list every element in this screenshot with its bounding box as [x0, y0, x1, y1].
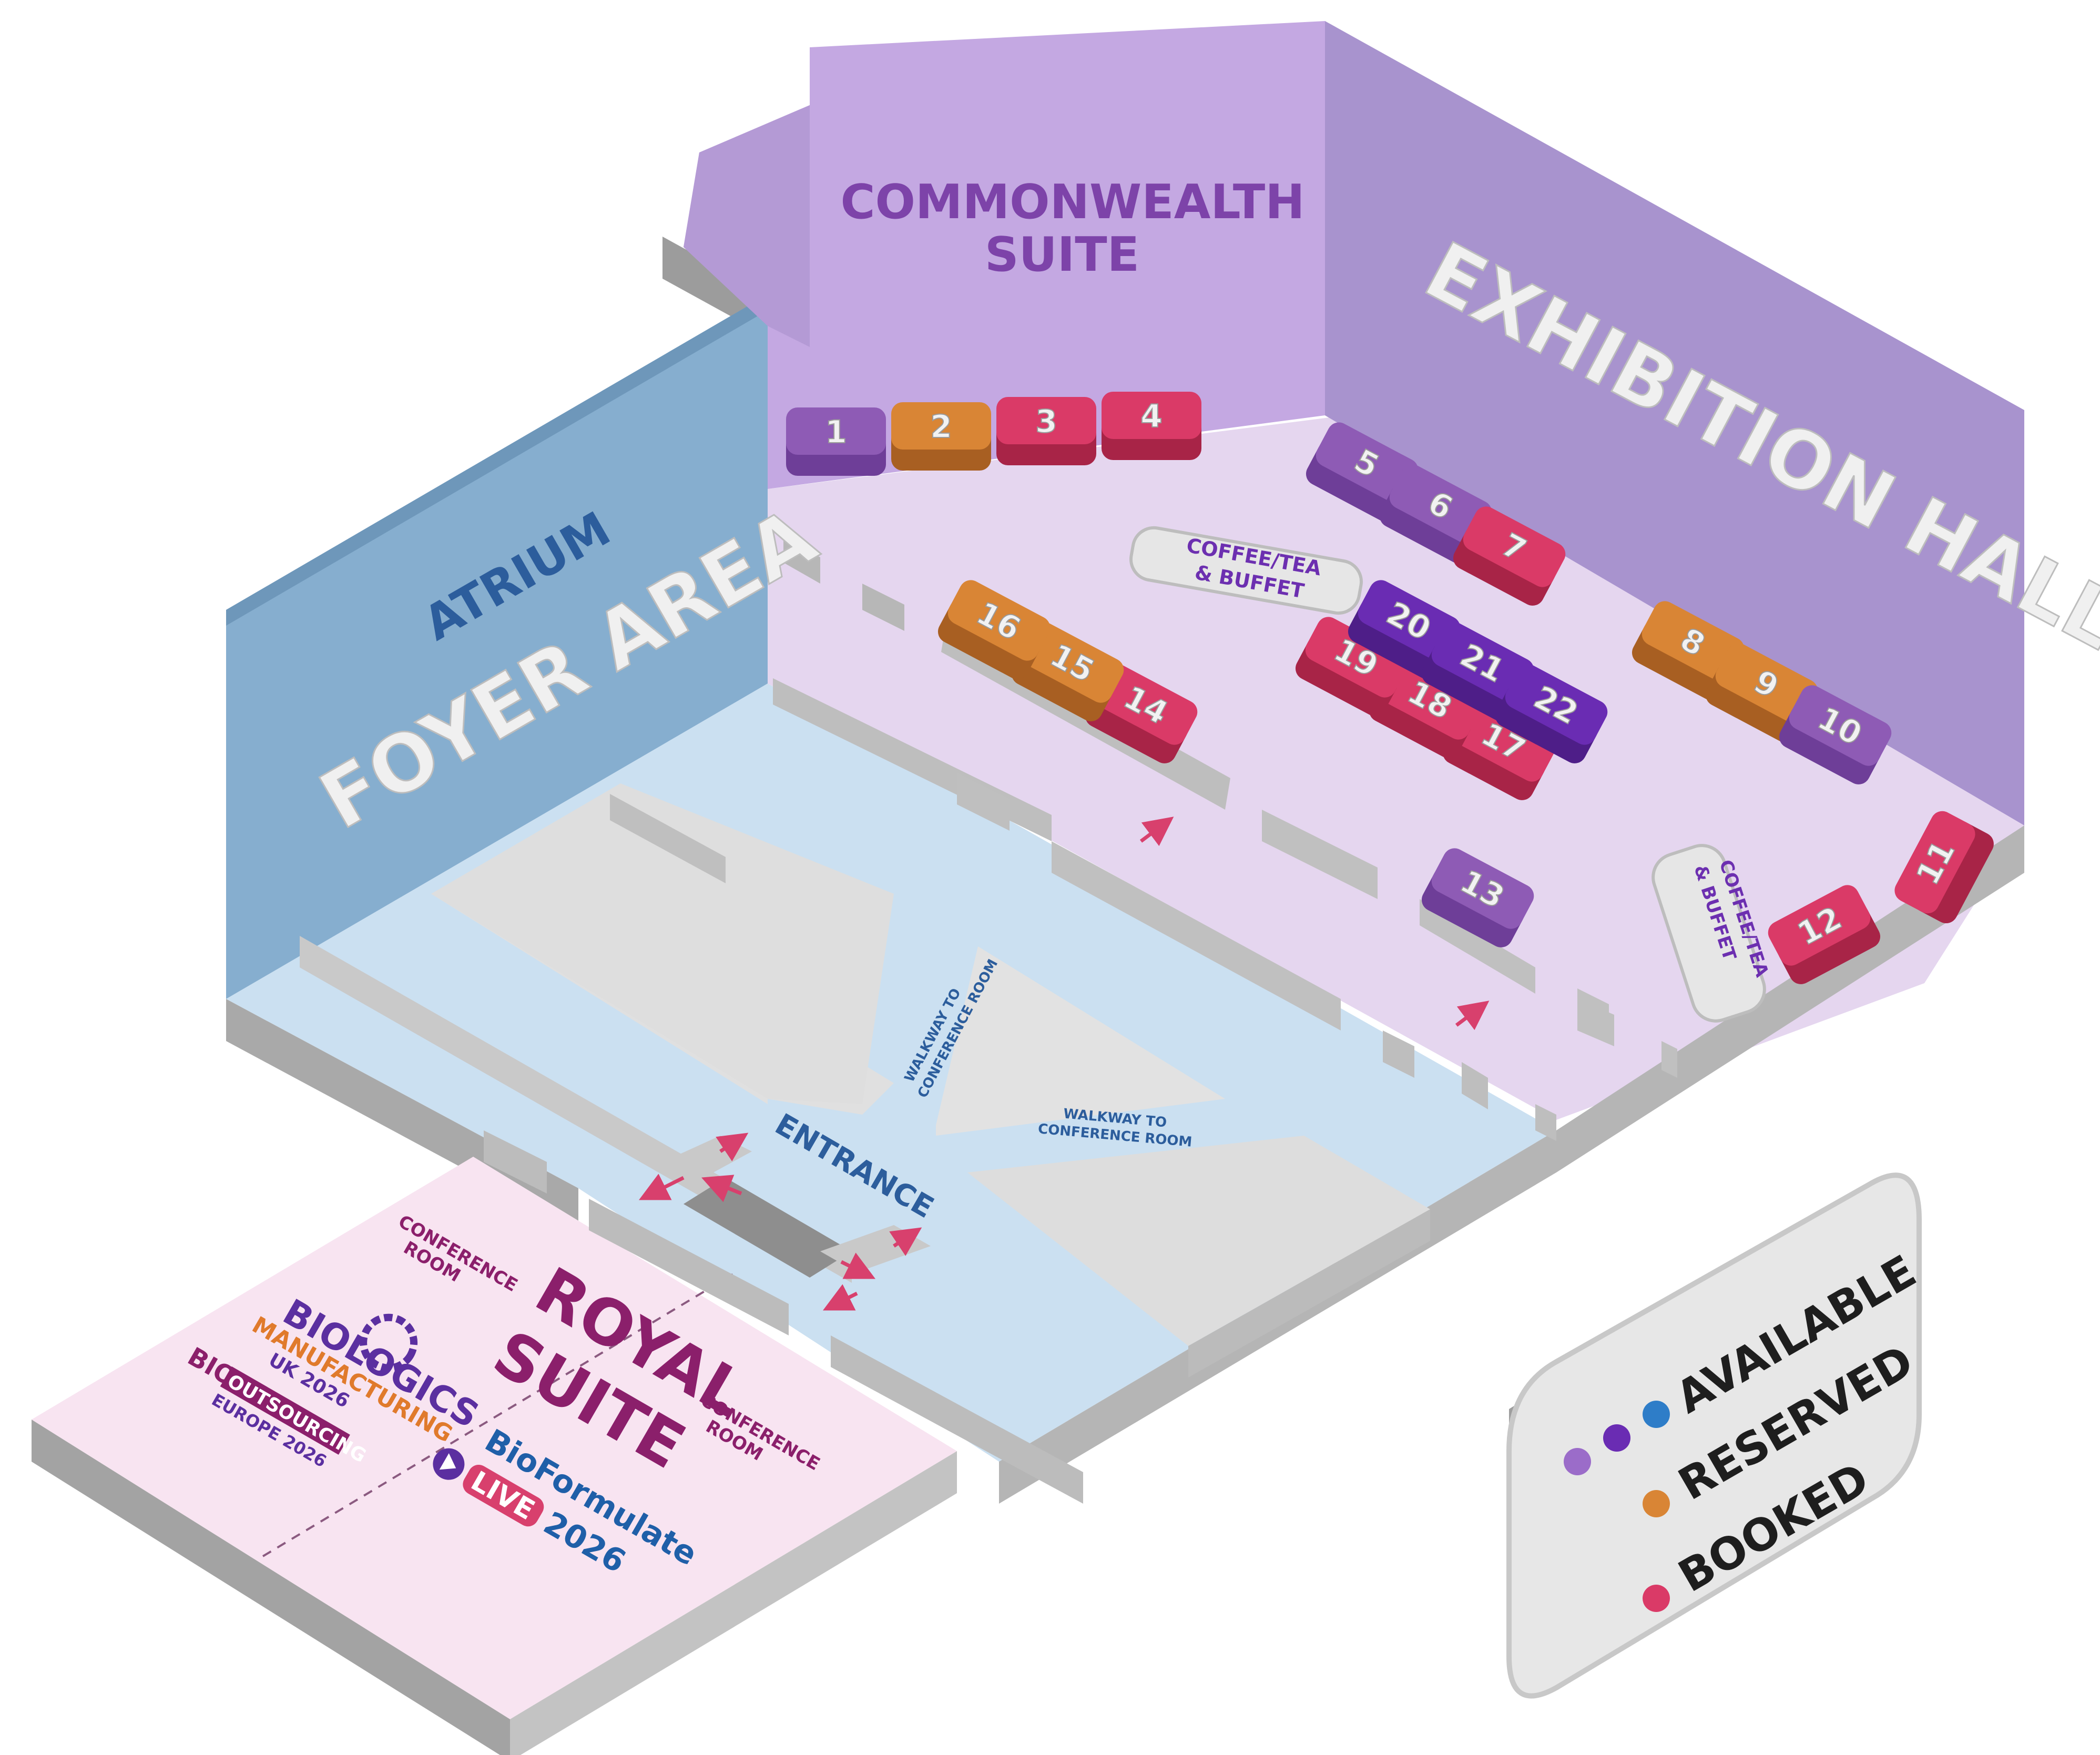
partition-12 [1462, 1062, 1488, 1109]
arrow-up-2 [1455, 1001, 1490, 1030]
booth-10[interactable]: 10 [1775, 681, 1895, 789]
booth-15-top [1021, 622, 1124, 703]
commonwealth-title-line2: SUITE [985, 227, 1139, 282]
legend-available-dot-1 [1564, 1448, 1591, 1475]
arrow-entrance-4 [889, 1227, 922, 1256]
booth-16[interactable]: 16 [934, 576, 1054, 683]
arrow-entrance-2 [638, 1174, 685, 1200]
legend-booked-dot [1643, 1585, 1670, 1612]
partition-4 [1262, 810, 1378, 899]
booth-16-top [947, 580, 1051, 661]
booth-7-top [1463, 506, 1566, 587]
direction-arrows [638, 817, 1490, 1311]
booth-5-top [1316, 422, 1419, 503]
arrow-entrance-1 [716, 1132, 749, 1161]
booth-6-top [1389, 464, 1492, 545]
booth-8-top [1642, 601, 1745, 682]
commonwealth-side-wall [684, 105, 810, 347]
exhibition-hall-wall [1325, 21, 2024, 825]
booth-21[interactable]: 21 [1418, 618, 1538, 726]
seating-block-left [431, 783, 894, 1104]
booth-19[interactable]: 19 [1291, 613, 1412, 720]
commonwealth-wall [684, 21, 1325, 489]
booth-2[interactable]: 2 [891, 402, 991, 471]
partition-18 [1661, 1041, 1677, 1078]
partition-15 [831, 1335, 1083, 1504]
booth-15[interactable]: 15 [1007, 618, 1128, 726]
royal-suite-divider [262, 1271, 737, 1557]
booth-12[interactable]: 12 [1764, 881, 1884, 988]
partition-16 [484, 1130, 547, 1193]
booth-17[interactable]: 17 [1439, 697, 1559, 804]
booth-13-top [1431, 848, 1534, 929]
legend-available-dot-3 [1643, 1401, 1670, 1428]
booth-9-top [1715, 643, 1818, 724]
booth-11-top [1894, 811, 1975, 914]
partition-10 [610, 794, 726, 883]
booth-1-number: 1 [825, 414, 847, 451]
booth-13[interactable]: 13 [1418, 844, 1538, 952]
booth-1-top [786, 407, 886, 455]
partition-17 [1577, 999, 1614, 1046]
legend: AVAILABLE RESERVED BOOKED [1506, 1172, 1924, 1699]
booth-21-top [1431, 622, 1534, 703]
partition-7 [783, 536, 820, 584]
partition-5 [1420, 899, 1535, 994]
legend-reserved-dot [1643, 1490, 1670, 1517]
royal-suite-edge-right [510, 1451, 957, 1755]
booth-1[interactable]: 1 [786, 407, 886, 476]
partition-11 [1383, 1030, 1414, 1078]
booth-17-top [1452, 701, 1555, 782]
booth-7[interactable]: 7 [1449, 503, 1569, 610]
walls [226, 21, 2024, 1283]
booth-4[interactable]: 4 [1102, 392, 1201, 460]
seating-block-right-edge [1188, 1209, 1430, 1378]
seating-block-right [967, 1136, 1430, 1346]
coffee-buffet-sign-2: COFFEE/TEA & BUFFET [1652, 844, 1772, 1023]
booth-19-top [1305, 617, 1408, 698]
arrow-entrance-5 [840, 1252, 876, 1279]
atrium-wall [226, 294, 768, 999]
booth-4-top [1102, 392, 1201, 439]
partition-3 [1052, 841, 1341, 1030]
arrow-up-1 [1139, 817, 1174, 846]
arrow-entrance-3 [701, 1175, 742, 1202]
booth-9[interactable]: 9 [1701, 639, 1822, 747]
legend-available-dot-2 [1603, 1424, 1630, 1452]
booth-4-number: 4 [1140, 398, 1163, 435]
booth-14[interactable]: 14 [1081, 660, 1201, 768]
booth-11[interactable]: 11 [1891, 807, 1998, 927]
booth-2-number: 2 [930, 409, 952, 445]
arrow-entrance-6 [822, 1284, 858, 1311]
booth-22-top [1505, 664, 1608, 745]
booth-18-top [1379, 659, 1482, 740]
booth-14-top [1095, 664, 1198, 745]
atrium-wall-edge [226, 294, 768, 626]
booth-12-top [1768, 885, 1871, 966]
royal-suite-floor [32, 1157, 957, 1719]
booth-8[interactable]: 8 [1628, 597, 1748, 705]
booth-5[interactable]: 5 [1302, 419, 1422, 526]
partition-8 [862, 584, 904, 631]
booth-3-number: 3 [1035, 403, 1057, 440]
royal-suite-edge-left [32, 1420, 510, 1755]
gear-icon [360, 1313, 418, 1372]
entrance-doorway [684, 1178, 852, 1278]
seating-block-mid [936, 946, 1225, 1136]
booth-20-top [1358, 580, 1461, 661]
partition-13 [1535, 1104, 1556, 1141]
partition-9 [957, 773, 1010, 831]
play-triangle-icon [439, 1453, 456, 1470]
booth-3-top [996, 397, 1096, 444]
booth-10-top [1789, 685, 1892, 766]
booth-2-top [891, 402, 991, 450]
booth-3[interactable]: 3 [996, 397, 1096, 465]
partition-14 [589, 1199, 789, 1335]
booth-6[interactable]: 6 [1375, 461, 1496, 568]
legend-card [1506, 1172, 1922, 1699]
commonwealth-title-line1: COMMONWEALTH [840, 175, 1304, 230]
